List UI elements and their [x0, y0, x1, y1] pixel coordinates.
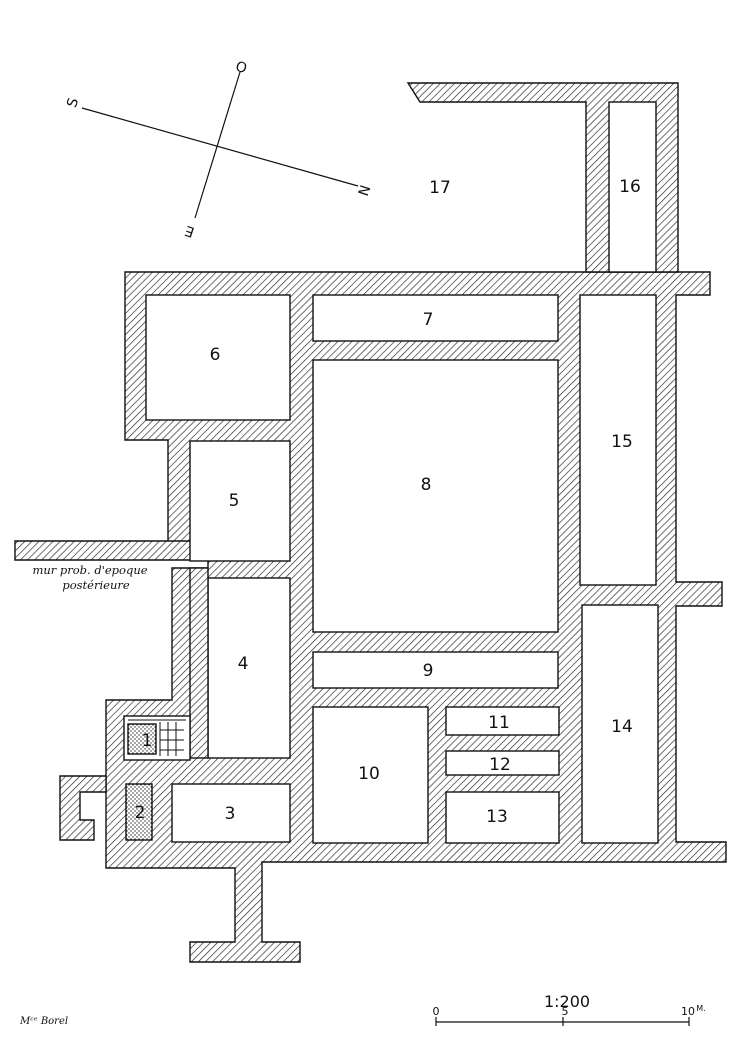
room-11 — [445, 706, 560, 736]
room-label-7: 7 — [423, 310, 434, 330]
room-label-14: 14 — [611, 717, 633, 737]
room-labels: 1 2 3 4 5 6 7 8 9 10 11 12 13 14 15 16 1… — [135, 177, 641, 827]
scale-ratio: 1:200 — [544, 992, 590, 1011]
room-6 — [145, 294, 291, 421]
room-9 — [312, 651, 559, 689]
compass-north-label: N — [356, 183, 374, 198]
room-7 — [312, 294, 559, 342]
room-12 — [445, 750, 560, 776]
compass-ew-line — [194, 71, 241, 219]
room-label-1: 1 — [142, 731, 153, 751]
later-wall-annotation: mur prob. d'epoque postérieure — [32, 563, 147, 592]
compass-letters: N S E O — [64, 56, 374, 239]
room-label-10: 10 — [358, 764, 380, 784]
scale-label-0: 0 — [433, 1005, 440, 1018]
later-wall — [14, 540, 209, 561]
drafter-credit: Mᶜᵉ Borel — [19, 1016, 68, 1027]
room-label-17: 17 — [429, 178, 451, 198]
room-label-15: 15 — [611, 432, 633, 452]
room-label-6: 6 — [210, 345, 221, 365]
scale-label-10: 10 — [681, 1005, 695, 1018]
annotation-line-2: postérieure — [62, 578, 129, 592]
room-label-5: 5 — [229, 491, 240, 511]
room-1-brickwork — [128, 719, 186, 756]
southwest-stub — [59, 775, 107, 841]
room-label-4: 4 — [238, 654, 249, 674]
room-label-11: 11 — [488, 713, 510, 733]
room-8 — [312, 359, 559, 633]
room-15 — [579, 294, 657, 586]
room-14 — [581, 604, 659, 844]
compass-east-label: E — [183, 222, 196, 240]
room-5 — [189, 440, 291, 562]
room-2 — [125, 783, 153, 841]
room-3 — [171, 783, 291, 843]
room-label-8: 8 — [421, 475, 432, 495]
rooms — [123, 101, 659, 844]
room-label-13: 13 — [486, 807, 508, 827]
room-1 — [127, 723, 157, 755]
room-label-12: 12 — [489, 755, 511, 775]
compass-west-label: O — [234, 56, 249, 75]
room-16 — [608, 101, 657, 273]
room-10 — [312, 706, 429, 844]
room-label-16: 16 — [619, 177, 641, 197]
room-4 — [207, 577, 291, 759]
corridor-gap — [189, 567, 209, 759]
annotation-line-1: mur prob. d'epoque — [32, 563, 147, 577]
scale-bar: 1:200 0 5 10 M. — [433, 992, 706, 1026]
room-label-9: 9 — [423, 661, 434, 681]
room-label-3: 3 — [225, 804, 236, 824]
compass-south-label: S — [64, 96, 82, 110]
scale-label-5: 5 — [562, 1005, 569, 1018]
scale-unit: M. — [696, 1004, 705, 1013]
compass-rose — [81, 71, 359, 219]
compass-ns-line — [81, 107, 359, 187]
room-label-2: 2 — [135, 803, 146, 823]
room-13 — [445, 791, 560, 844]
